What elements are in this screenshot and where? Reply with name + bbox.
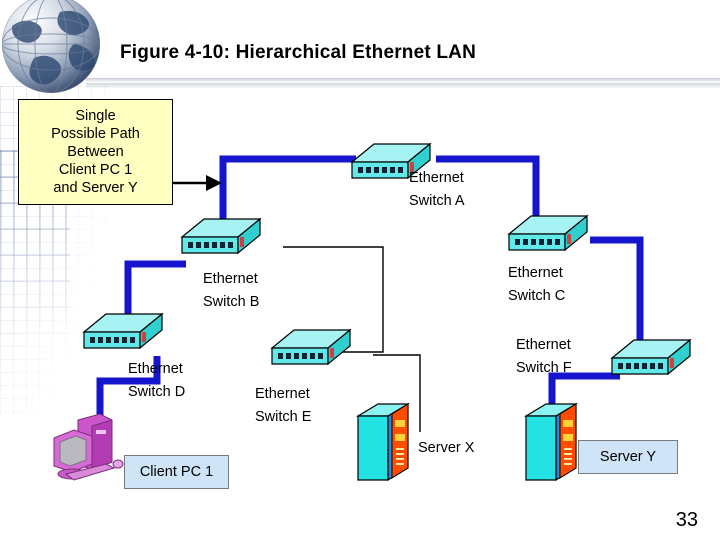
client-pc-1-label: Client PC 1 (124, 455, 229, 489)
switch-f-label-line1: Ethernet (516, 337, 571, 353)
callout-line-3: Between (67, 144, 124, 160)
page-number: 33 (675, 509, 698, 531)
callout-text: Single Possible Path Between Client PC 1… (19, 107, 172, 197)
server-x-label: Server X (418, 440, 475, 456)
switch-f-label-line2: Switch F (516, 360, 572, 376)
server-x-device[interactable] (352, 398, 422, 484)
switch-c-device[interactable] (505, 212, 591, 264)
switch-a-label-line2: Switch A (409, 193, 465, 209)
page-title: Figure 4-10: Hierarchical Ethernet LAN (120, 42, 477, 63)
switch-c-label-line2: Switch C (508, 288, 566, 304)
switch-f-device[interactable] (608, 336, 694, 388)
normal-links (283, 246, 421, 432)
switch-e-device[interactable] (268, 326, 354, 378)
highlight-path (96, 155, 644, 420)
server-y-device[interactable] (520, 398, 590, 484)
single-possible-path-callout: Single Possible Path Between Client PC 1… (18, 99, 173, 205)
callout-line-4: Client PC 1 (58, 162, 133, 178)
switch-a-device[interactable] (348, 140, 434, 192)
switch-d-device[interactable] (80, 310, 166, 362)
switch-b-device[interactable] (178, 215, 264, 267)
switch-b-label-line1: Ethernet (203, 271, 258, 287)
server-y-label: Server Y (578, 440, 678, 474)
callout-line-5: and Server Y (53, 180, 138, 196)
switch-d-label-line2: Switch D (128, 384, 186, 400)
callout-line-2: Possible Path (51, 126, 140, 142)
switch-b-label-line2: Switch B (203, 294, 260, 310)
switch-e-label-line2: Switch E (255, 409, 312, 425)
client-pc-1-device[interactable] (48, 412, 134, 490)
switch-e-label-line1: Ethernet (255, 386, 310, 402)
switch-c-label-line1: Ethernet (508, 265, 563, 281)
callout-line-1: Single (75, 108, 116, 124)
switch-a-label-line1: Ethernet (409, 170, 464, 186)
switch-d-label-line1: Ethernet (128, 361, 183, 377)
callout-pointer-arrow (172, 175, 222, 191)
